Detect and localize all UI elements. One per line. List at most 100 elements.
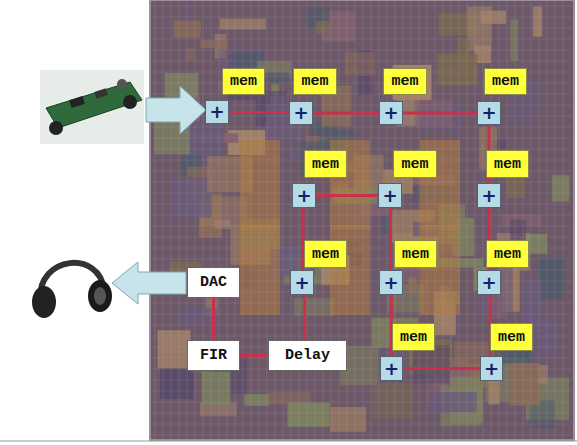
die-trace	[283, 2, 284, 438]
bus-wire	[390, 208, 391, 270]
memory-box: mem	[222, 68, 265, 95]
die-block	[552, 175, 570, 201]
die-trace	[152, 6, 572, 7]
die-block	[538, 258, 565, 299]
die-trace	[152, 182, 572, 183]
process-box: DAC	[187, 267, 240, 298]
bus-wire	[240, 355, 268, 356]
wire-line	[229, 111, 289, 114]
die-trace	[347, 2, 348, 438]
die-block	[240, 140, 280, 230]
bus-wire	[316, 195, 378, 196]
memory-box: mem	[490, 323, 533, 351]
die-trace	[475, 2, 476, 438]
die-trace	[152, 138, 572, 139]
memory-box: mem	[394, 240, 437, 268]
output-arrow	[112, 262, 186, 304]
die-trace	[195, 2, 196, 438]
adder-symbol: +	[481, 104, 496, 122]
box-label: mem	[494, 247, 521, 262]
adder-symbol: +	[382, 187, 397, 205]
die-block	[202, 372, 231, 405]
adder-symbol: +	[293, 104, 308, 122]
die-block	[510, 20, 518, 61]
die-trace	[275, 2, 276, 438]
box-label: mem	[312, 157, 339, 172]
adder-symbol: +	[384, 360, 399, 378]
die-block	[408, 277, 416, 294]
memory-box: mem	[383, 68, 427, 95]
frame-line	[0, 441, 577, 442]
bus-wire	[403, 113, 477, 114]
bus-wire	[229, 112, 289, 113]
die-trace	[152, 237, 572, 238]
die-trace	[443, 2, 444, 438]
adder-box: +	[289, 101, 313, 125]
box-label: FIR	[200, 348, 227, 363]
die-trace	[171, 2, 172, 438]
die-trace	[355, 2, 356, 438]
wire-line	[212, 298, 215, 340]
wire-line	[403, 112, 477, 115]
die-trace	[371, 2, 372, 438]
box-label: mem	[402, 247, 429, 262]
memory-box: mem	[486, 150, 529, 178]
die-block	[245, 394, 270, 406]
ear-cup	[88, 280, 112, 312]
bus-wire	[304, 295, 305, 340]
board-photo	[40, 70, 144, 144]
die-trace	[152, 28, 572, 29]
die-block	[294, 298, 335, 316]
box-label: mem	[400, 330, 427, 345]
die-trace	[539, 2, 540, 438]
adder-symbol: +	[383, 274, 398, 292]
die-trace	[291, 2, 292, 438]
box-label: mem	[498, 330, 525, 345]
memory-box: mem	[392, 323, 435, 351]
memory-box: mem	[293, 68, 337, 95]
photo-bg	[40, 70, 144, 144]
adder-symbol: +	[209, 103, 224, 121]
die-trace	[152, 127, 572, 128]
ear-pad	[94, 287, 106, 305]
connector	[117, 79, 127, 89]
memory-box: mem	[304, 150, 347, 178]
box-label: mem	[492, 74, 519, 89]
wire-line	[316, 194, 378, 197]
box-label: mem	[401, 157, 428, 172]
die-trace	[152, 435, 572, 436]
die-trace	[152, 215, 572, 216]
box-label: Delay	[285, 348, 330, 363]
adder-box: +	[380, 356, 403, 381]
die-trace	[363, 2, 364, 438]
die-block	[533, 7, 542, 37]
adder-box: +	[292, 183, 316, 208]
die-trace	[563, 2, 564, 438]
die-trace	[152, 402, 572, 403]
chip-die	[150, 0, 574, 440]
circuit-board	[46, 82, 142, 128]
memory-box: mem	[393, 150, 437, 178]
wire-line	[403, 367, 480, 370]
die-trace	[152, 50, 572, 51]
adder-box: +	[379, 270, 403, 295]
memory-box: mem	[484, 68, 527, 95]
bus-wire	[403, 368, 480, 369]
die-trace	[339, 2, 340, 438]
die-trace	[219, 2, 220, 438]
die-trace	[152, 17, 572, 18]
die-trace	[152, 61, 572, 62]
wire-line	[389, 208, 392, 270]
adder-symbol: +	[383, 104, 398, 122]
die-trace	[152, 424, 572, 425]
die-trace	[152, 391, 572, 392]
die-trace	[179, 2, 180, 438]
chip	[69, 96, 85, 108]
box-label: mem	[301, 74, 328, 89]
chip	[94, 88, 108, 98]
adder-symbol: +	[296, 187, 311, 205]
process-box: Delay	[268, 340, 347, 371]
die-trace	[211, 2, 212, 438]
process-box: FIR	[187, 340, 240, 371]
